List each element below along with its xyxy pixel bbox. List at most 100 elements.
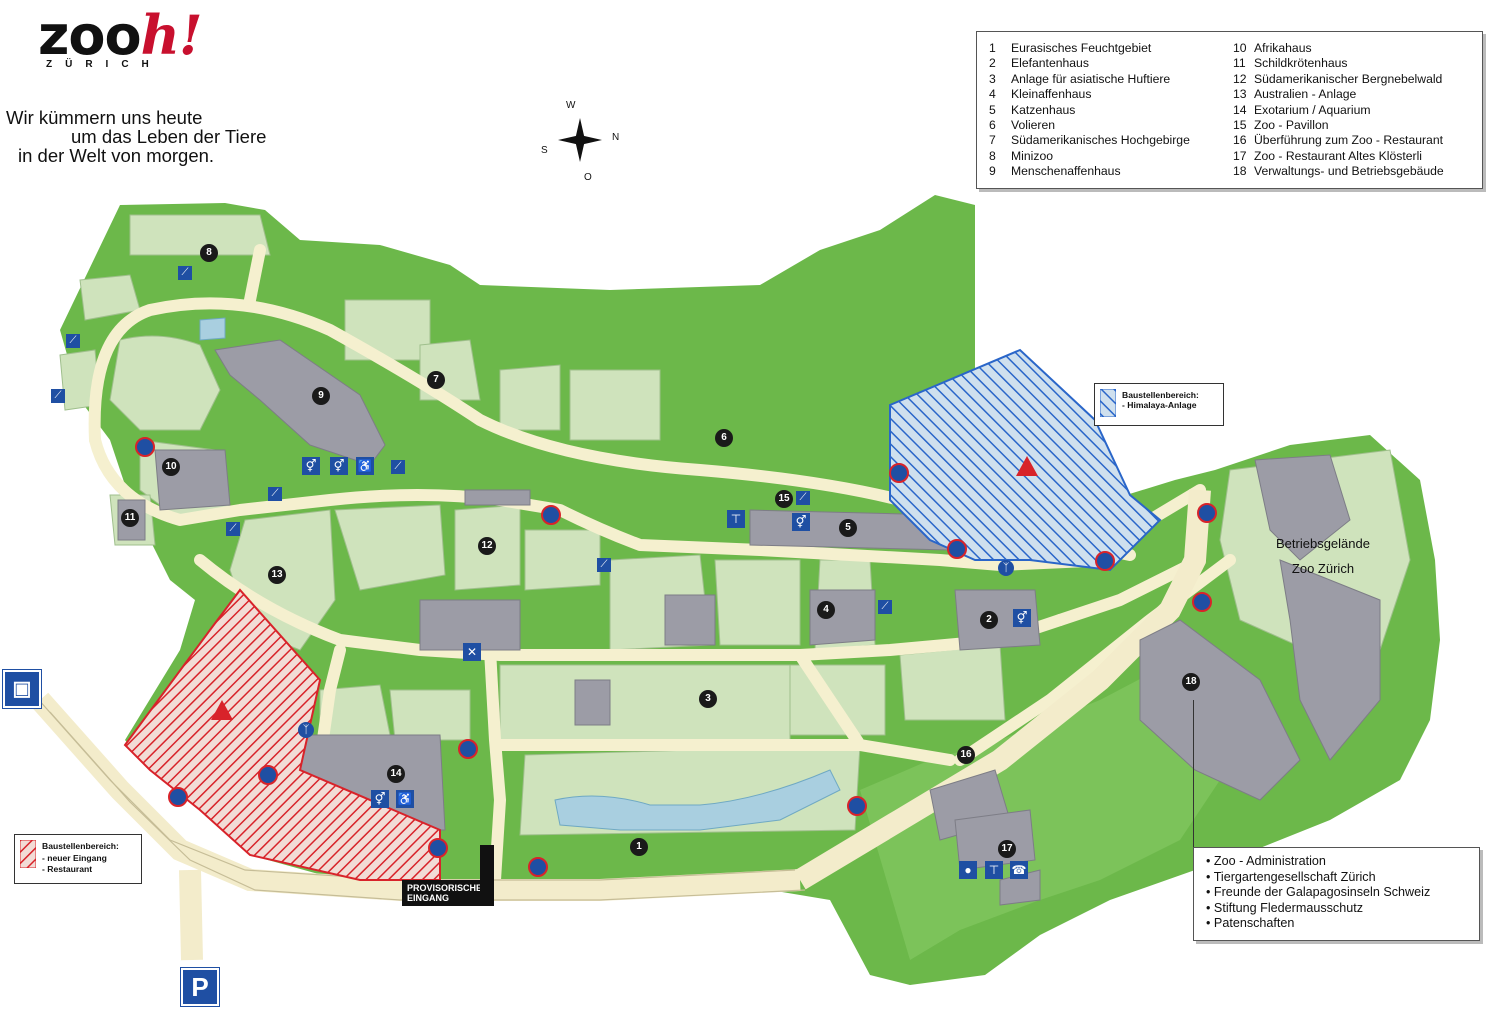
no-entry-icon xyxy=(135,437,155,457)
info-item: • Tiergartengesellschaft Zürich xyxy=(1206,869,1376,884)
marker-18[interactable]: 18 xyxy=(1182,673,1200,691)
warning-icon xyxy=(1016,456,1038,476)
marker-12[interactable]: 12 xyxy=(478,537,496,555)
stairs-icon: ⟋ xyxy=(597,558,611,572)
marker-8[interactable]: 8 xyxy=(200,244,218,262)
marker-17[interactable]: 17 xyxy=(998,840,1016,858)
stairs-icon: ⟋ xyxy=(51,389,65,403)
no-entry-icon xyxy=(458,739,478,759)
info-item: • Stiftung Fledermausschutz xyxy=(1206,900,1364,915)
marker-14[interactable]: 14 xyxy=(387,765,405,783)
toilet-icon: ⚥ xyxy=(302,457,320,475)
stairs-icon: ⟋ xyxy=(178,266,192,280)
marker-9[interactable]: 9 xyxy=(312,387,330,405)
toilet-icon: ⚥ xyxy=(330,457,348,475)
zoo-logo: zooh! ZÜRICH xyxy=(38,6,238,86)
marker-7[interactable]: 7 xyxy=(427,371,445,389)
marker-13[interactable]: 13 xyxy=(268,566,286,584)
slogan-line-2: um das Leben der Tiere xyxy=(71,126,267,147)
marker-11[interactable]: 11 xyxy=(121,509,139,527)
no-entry-icon xyxy=(528,857,548,877)
picnic-icon: ✕ xyxy=(463,643,481,661)
marker-5[interactable]: 5 xyxy=(839,519,857,537)
marker-2[interactable]: 2 xyxy=(980,611,998,629)
parking-sign: P xyxy=(180,967,220,1007)
pedestrian-icon: ᛉ xyxy=(298,722,314,738)
no-entry-icon xyxy=(428,838,448,858)
wheelchair-icon: ♿ xyxy=(396,790,414,808)
compass-s: S xyxy=(541,145,548,156)
marker-15[interactable]: 15 xyxy=(775,490,793,508)
slogan: Wir kümmern uns heute um das Leben der T… xyxy=(6,108,266,165)
toilet-icon: ⚥ xyxy=(371,790,389,808)
no-entry-icon xyxy=(168,787,188,807)
info-item: • Zoo - Administration xyxy=(1206,854,1326,868)
info-box: • Zoo - Administration • Tiergartengesel… xyxy=(1193,847,1480,941)
construction-note-red: Baustellenbereich: - neuer Eingang - Res… xyxy=(14,834,142,884)
telephone-icon: ☎ xyxy=(1010,861,1028,879)
stairs-icon: ⟋ xyxy=(268,487,282,501)
provisional-entrance-label: PROVISORISCHER EINGANG xyxy=(402,880,494,906)
slogan-line-3: in der Welt von morgen. xyxy=(18,145,215,166)
slogan-line-1: Wir kümmern uns heute xyxy=(6,107,203,128)
info-item: • Patenschaften xyxy=(1206,916,1295,930)
picnic-icon: ⊤ xyxy=(727,510,745,528)
logo-wordmark: zooh! xyxy=(38,3,203,67)
tram-icon: ▣ xyxy=(2,669,42,709)
toilet-icon: ⚥ xyxy=(1013,609,1031,627)
wheelchair-icon: ♿ xyxy=(356,457,374,475)
marker-6[interactable]: 6 xyxy=(715,429,733,447)
logo-subtitle: ZÜRICH xyxy=(46,59,162,70)
marker-16[interactable]: 16 xyxy=(957,746,975,764)
marker-10[interactable]: 10 xyxy=(162,458,180,476)
stairs-icon: ⟋ xyxy=(226,522,240,536)
entrance-arrow-icon xyxy=(480,845,494,903)
no-entry-icon xyxy=(1095,551,1115,571)
stairs-icon: ⟋ xyxy=(66,334,80,348)
no-entry-icon xyxy=(1192,592,1212,612)
construction-note-blue: Baustellenbereich: - Himalaya-Anlage xyxy=(1094,383,1224,426)
blue-hatch-swatch xyxy=(1100,389,1116,417)
stairs-icon: ⟋ xyxy=(391,460,405,474)
no-entry-icon xyxy=(847,796,867,816)
restaurant-icon: ● xyxy=(959,861,977,879)
marker-3[interactable]: 3 xyxy=(699,690,717,708)
no-entry-icon xyxy=(1197,503,1217,523)
compass-n: N xyxy=(612,132,620,143)
pedestrian-icon: ᛉ xyxy=(998,560,1014,576)
red-hatch-swatch xyxy=(20,840,36,868)
picnic-icon: ⊤ xyxy=(985,861,1003,879)
marker-1[interactable]: 1 xyxy=(630,838,648,856)
warning-icon xyxy=(211,700,233,720)
compass-w: W xyxy=(566,100,576,111)
no-entry-icon xyxy=(947,539,967,559)
no-entry-icon xyxy=(258,765,278,785)
compass-rose xyxy=(558,118,602,162)
marker-4[interactable]: 4 xyxy=(817,601,835,619)
info-leader-line xyxy=(1193,700,1194,847)
stairs-icon: ⟋ xyxy=(796,491,810,505)
operations-area-label: Betriebsgelände Zoo Zürich xyxy=(1276,536,1370,576)
no-entry-icon xyxy=(541,505,561,525)
stairs-icon: ⟋ xyxy=(878,600,892,614)
